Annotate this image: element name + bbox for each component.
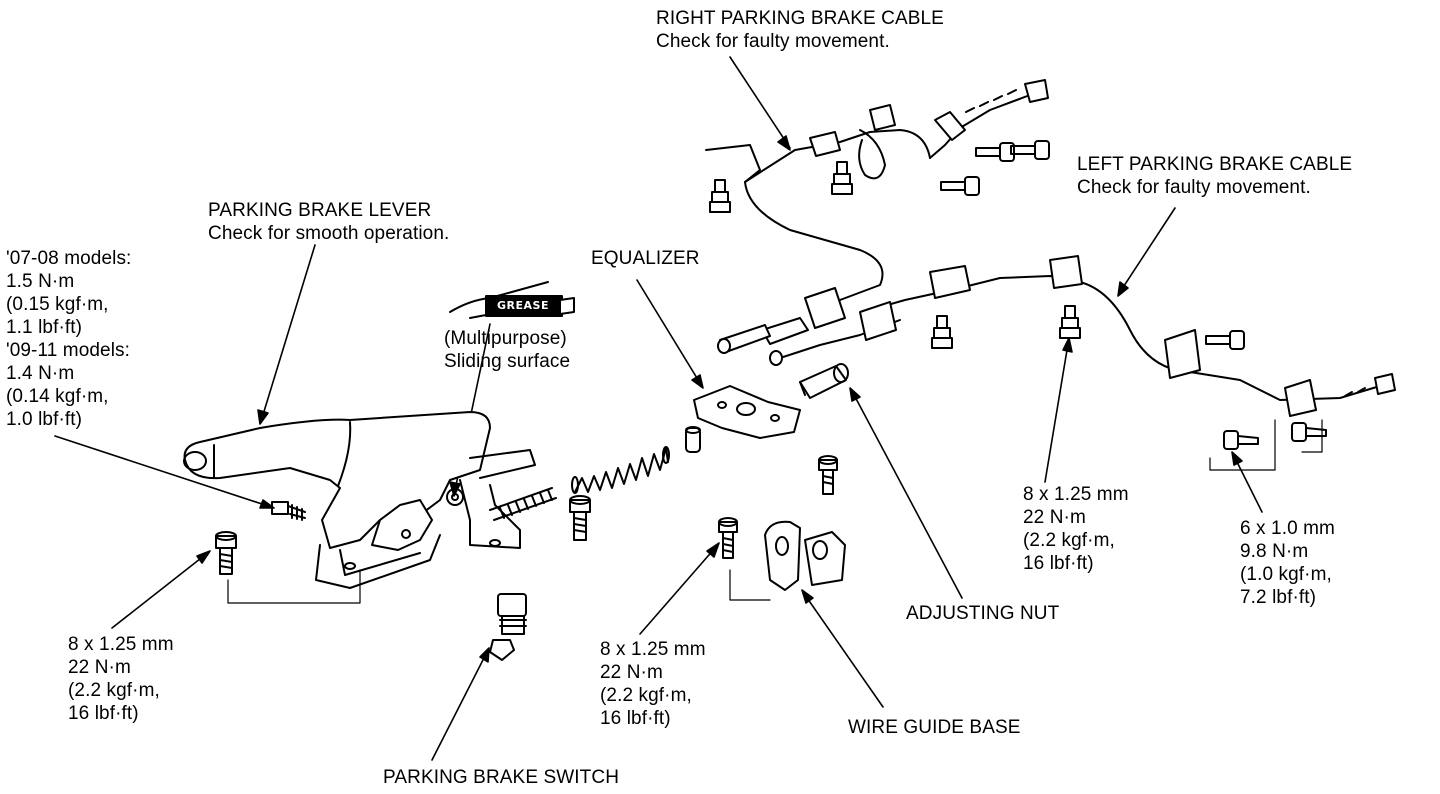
left-cable-label: LEFT PARKING BRAKE CABLE Check for fault… [1077, 153, 1352, 199]
bolt-size: 8 x 1.25 mm [68, 634, 174, 655]
parking-brake-switch [489, 593, 527, 661]
bolt-torque: 22 N·m [1023, 507, 1086, 528]
torque-line: '07-08 models: [6, 248, 132, 269]
left-cable-title: LEFT PARKING BRAKE CABLE [1077, 154, 1353, 175]
grease-label: (Multipurpose) Sliding surface [444, 327, 570, 373]
lever-screw [271, 501, 306, 521]
right-cable-title: RIGHT PARKING BRAKE CABLE [656, 8, 944, 29]
lever-torque-spec: '07-08 models: 1.5 N·m (0.15 kgf·m, 1.1 … [6, 247, 131, 431]
torque-line: (0.15 kgf·m, [6, 294, 109, 315]
grease-symbol [449, 281, 575, 319]
torque-line: 1.4 N·m [6, 363, 75, 384]
bolt-spec-right: 8 x 1.25 mm 22 N·m (2.2 kgf·m, 16 lbf·ft… [1023, 483, 1129, 575]
right-cable-label: RIGHT PARKING BRAKE CABLE Check for faul… [656, 7, 944, 53]
torque-line: 1.5 N·m [6, 271, 75, 292]
left-parking-brake-cable [769, 255, 1396, 417]
bolt-torque-kgf: (2.2 kgf·m, [68, 680, 160, 701]
hex-bolts [940, 140, 1327, 450]
lever-label: PARKING BRAKE LEVER Check for smooth ope… [208, 199, 449, 245]
bolt-size: 8 x 1.25 mm [1023, 484, 1129, 505]
adjusting-nut [799, 363, 849, 399]
bolt-torque: 9.8 N·m [1240, 541, 1309, 562]
flange-bolts [215, 161, 1081, 575]
switch-label: PARKING BRAKE SWITCH [383, 767, 620, 788]
bolt-spec-left: 8 x 1.25 mm 22 N·m (2.2 kgf·m, 16 lbf·ft… [68, 633, 174, 725]
grease-tag: GREASE [497, 299, 549, 312]
bolt-torque: 22 N·m [68, 657, 131, 678]
adjuster-spring [571, 446, 670, 494]
right-parking-brake-cable [705, 79, 1049, 354]
left-cable-note: Check for faulty movement. [1077, 177, 1311, 198]
bolt-torque-lbf: 7.2 lbf·ft) [1240, 587, 1317, 608]
lever-note: Check for smooth operation. [208, 223, 450, 244]
bolt-spec-small: 6 x 1.0 mm 9.8 N·m (1.0 kgf·m, 7.2 lbf·f… [1240, 517, 1335, 609]
bolt-torque-lbf: 16 lbf·ft) [600, 708, 671, 729]
bolt-torque-kgf: (1.0 kgf·m, [1240, 564, 1332, 585]
right-cable-note: Check for faulty movement. [656, 31, 890, 52]
bolt-torque-kgf: (2.2 kgf·m, [600, 685, 692, 706]
lever-title: PARKING BRAKE LEVER [208, 200, 432, 221]
bolt-size: 6 x 1.0 mm [1240, 518, 1335, 539]
bolt-spec-center: 8 x 1.25 mm 22 N·m (2.2 kgf·m, 16 lbf·ft… [600, 638, 706, 730]
bolt-torque-kgf: (2.2 kgf·m, [1023, 530, 1115, 551]
bolt-torque-lbf: 16 lbf·ft) [1023, 553, 1094, 574]
bolt-torque: 22 N·m [600, 662, 663, 683]
bolt-size: 8 x 1.25 mm [600, 639, 706, 660]
torque-line: 1.0 lbf·ft) [6, 409, 83, 430]
adjusting-nut-label: ADJUSTING NUT [906, 603, 1060, 624]
wire-guide-label: WIRE GUIDE BASE [848, 717, 1021, 738]
torque-line: '09-11 models: [6, 340, 131, 361]
bracket-lines [227, 419, 1323, 604]
torque-line: (0.14 kgf·m, [6, 386, 109, 407]
grease-location: Sliding surface [444, 351, 571, 372]
long-threaded-rod [489, 487, 557, 521]
parking-brake-lever [183, 411, 536, 589]
wire-guide-base [764, 520, 846, 591]
grease-type: (Multipurpose) [444, 328, 567, 349]
bolt-torque-lbf: 16 lbf·ft) [68, 703, 139, 724]
torque-line: 1.1 lbf·ft) [6, 317, 83, 338]
equalizer-label: EQUALIZER [591, 248, 700, 269]
equalizer [693, 385, 801, 439]
pin [685, 426, 701, 453]
